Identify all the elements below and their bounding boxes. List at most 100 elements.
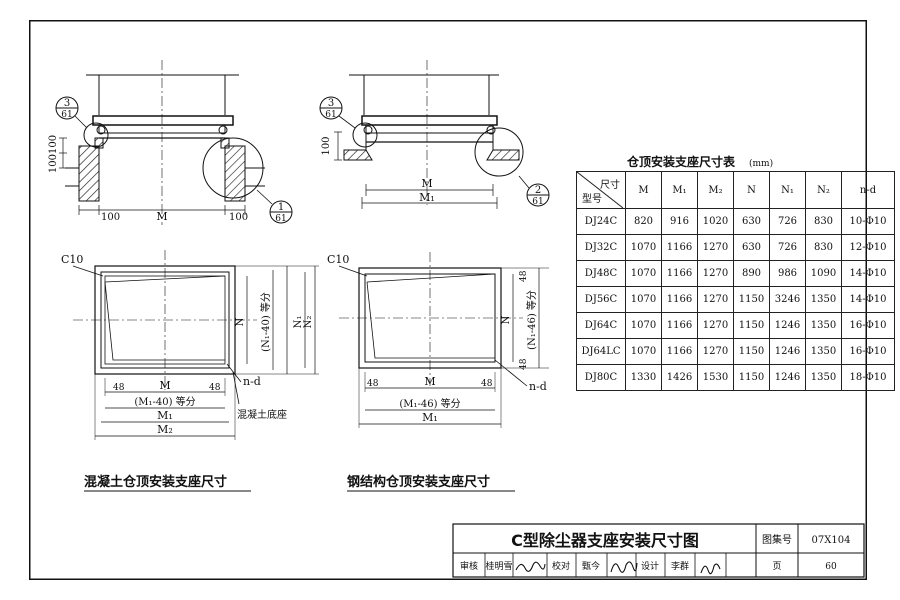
atlas-no: 07X104 <box>812 535 851 546</box>
designer-signature <box>700 563 721 575</box>
value-cell: 1150 <box>733 364 770 391</box>
value-cell: 1270 <box>697 338 734 365</box>
table-unit: (mm) <box>749 158 773 169</box>
svg-text:2: 2 <box>535 185 541 196</box>
header-model: 型号 <box>582 194 602 205</box>
page-no: 60 <box>825 562 837 572</box>
value-cell: 1166 <box>661 260 698 287</box>
callout-3-61-b: 3 61 <box>319 96 356 129</box>
design-label: 设计 <box>641 560 659 572</box>
value-cell: 1246 <box>769 312 806 339</box>
dim-100-right: 100 <box>229 212 248 223</box>
plan-s-m: M <box>424 375 435 388</box>
value-cell: 1090 <box>805 260 842 287</box>
plan-s-48-right: 48 <box>481 379 493 389</box>
plan-c-m2: M₂ <box>157 423 173 436</box>
value-cell: 1166 <box>661 286 698 313</box>
value-cell: 1070 <box>625 234 662 261</box>
concrete-caption: 混凝土仓顶安装支座尺寸 <box>84 474 227 490</box>
value-cell: 1166 <box>661 234 698 261</box>
column-header: N <box>733 171 770 209</box>
column-header: n-d <box>841 171 895 209</box>
value-cell: 1150 <box>733 286 770 313</box>
page-label: 页 <box>772 561 781 572</box>
plan-s-n1-46: (N₁-46) 等分 <box>525 290 538 350</box>
title-block: C型除尘器支座安装尺寸图 图集号 07X104 审核 桂明雪 校对 甄今 设计 … <box>452 523 865 578</box>
value-cell: 1270 <box>697 260 734 287</box>
value-cell: 3246 <box>769 286 806 313</box>
svg-text:3: 3 <box>64 98 70 109</box>
concrete-elevation-view: 100100 100 M 100 <box>48 60 265 225</box>
plan-c-m1: M₁ <box>157 409 173 422</box>
steel-plan-view: 48 48 N (N₁-46) 等分 48 M 48 (M₁-46) 等分 M₁… <box>327 252 549 492</box>
value-cell: 1246 <box>769 338 806 365</box>
drawing-title: C型除尘器支座安装尺寸图 <box>511 531 699 550</box>
value-cell: 10-Φ10 <box>841 208 895 235</box>
value-cell: 630 <box>733 208 770 235</box>
callout-3-61-a: 3 61 <box>55 96 88 129</box>
plan-c-m1-40: (M₁-40) 等分 <box>134 395 195 408</box>
plan-c-base-note: 混凝土底座 <box>237 408 287 421</box>
plan-s-c10: C10 <box>327 253 349 266</box>
model-cell: DJ64C <box>576 312 626 339</box>
model-cell: DJ24C <box>576 208 626 235</box>
header-diagonal-cell: 尺寸型号 <box>576 171 626 209</box>
atlas-label: 图集号 <box>762 533 792 546</box>
plan-c-n: N <box>235 317 246 326</box>
value-cell: 1426 <box>661 364 698 391</box>
svg-text:3: 3 <box>328 98 334 109</box>
value-cell: 16-Φ10 <box>841 338 895 365</box>
value-cell: 630 <box>733 234 770 261</box>
value-cell: 1270 <box>697 286 734 313</box>
reviewer-signature <box>515 561 546 572</box>
reviewer-name: 桂明雪 <box>485 560 512 572</box>
dim-m1-steel: M₁ <box>419 191 435 204</box>
plan-c-48-left: 48 <box>113 383 125 393</box>
table-title: 仓顶安装支座尺寸表 <box>626 154 736 169</box>
value-cell: 1070 <box>625 312 662 339</box>
value-cell: 1166 <box>661 338 698 365</box>
model-cell: DJ48C <box>576 260 626 287</box>
column-header: N₂ <box>805 171 842 209</box>
plan-s-m1: M₁ <box>422 411 438 424</box>
drawing-frame: 100100 100 M 100 100 M <box>29 20 867 580</box>
value-cell: 1350 <box>805 286 842 313</box>
value-cell: 1020 <box>697 208 734 235</box>
steel-caption: 钢结构仓顶安装支座尺寸 <box>347 474 490 490</box>
value-cell: 1070 <box>625 260 662 287</box>
value-cell: 1530 <box>697 364 734 391</box>
callout-1-61: 1 61 <box>256 189 293 224</box>
plan-c-nd: n-d <box>243 375 261 388</box>
model-cell: DJ64LC <box>576 338 626 365</box>
value-cell: 726 <box>769 234 806 261</box>
value-cell: 1270 <box>697 312 734 339</box>
steel-elevation-view: 100 M M₁ <box>321 60 524 209</box>
value-cell: 1070 <box>625 286 662 313</box>
plan-s-nd: n-d <box>529 380 547 393</box>
plan-c-n2: N₂ <box>303 316 314 329</box>
value-cell: 16-Φ10 <box>841 312 895 339</box>
plan-s-n: N <box>501 315 512 324</box>
svg-text:61: 61 <box>61 110 72 120</box>
value-cell: 820 <box>625 208 662 235</box>
header-dim: 尺寸 <box>600 180 620 191</box>
column-header: M₂ <box>697 171 734 209</box>
value-cell: 1150 <box>733 312 770 339</box>
value-cell: 14-Φ10 <box>841 260 895 287</box>
value-cell: 14-Φ10 <box>841 286 895 313</box>
dim-m-steel: M <box>421 177 432 190</box>
plan-s-m1-46: (M₁-46) 等分 <box>399 397 460 410</box>
checker-name: 甄今 <box>582 560 600 572</box>
value-cell: 1070 <box>625 338 662 365</box>
checker-signature <box>610 561 638 573</box>
value-cell: 1270 <box>697 234 734 261</box>
concrete-plan-view: N (N₁-40) 等分 N₁ N₂ 48 M 48 (M₁-40) 等分 M₁… <box>61 250 319 492</box>
review-label: 审核 <box>460 560 478 572</box>
